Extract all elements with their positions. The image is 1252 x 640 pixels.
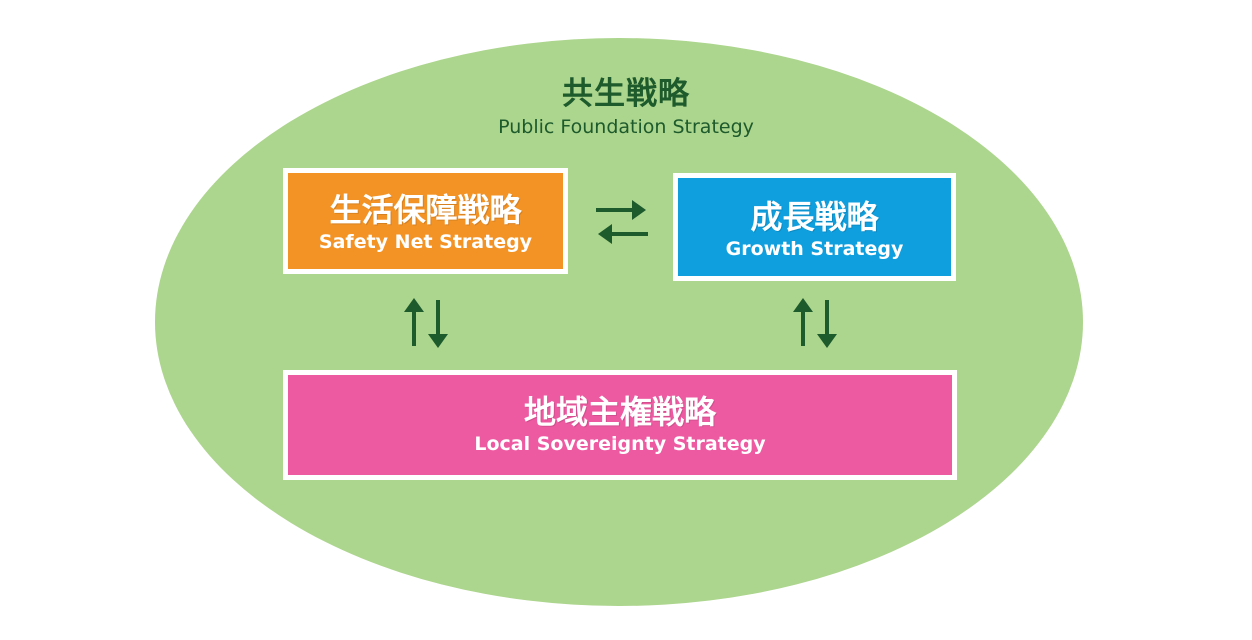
- growth-title-en: Growth Strategy: [725, 238, 904, 260]
- diagram-title-jp: 共生戦略: [562, 76, 690, 112]
- left-vertical-exchange-arrows-icon: [404, 298, 448, 348]
- local-sovereignty-title-en: Local Sovereignty Strategy: [474, 433, 766, 455]
- horizontal-exchange-arrows-icon: [596, 200, 648, 244]
- safety-net-strategy-box: 生活保障戦略 Safety Net Strategy: [283, 168, 568, 274]
- local-sovereignty-strategy-box: 地域主権戦略 Local Sovereignty Strategy: [283, 370, 957, 480]
- public-foundation-ellipse: [155, 38, 1083, 606]
- safety-net-title-en: Safety Net Strategy: [318, 231, 533, 253]
- safety-net-title-jp: 生活保障戦略: [329, 191, 522, 229]
- diagram-title-en: Public Foundation Strategy: [498, 116, 754, 138]
- local-sovereignty-title-jp: 地域主権戦略: [523, 393, 716, 431]
- right-vertical-exchange-arrows-icon: [793, 298, 837, 348]
- growth-strategy-box: 成長戦略 Growth Strategy: [673, 173, 956, 281]
- growth-title-jp: 成長戦略: [750, 198, 879, 236]
